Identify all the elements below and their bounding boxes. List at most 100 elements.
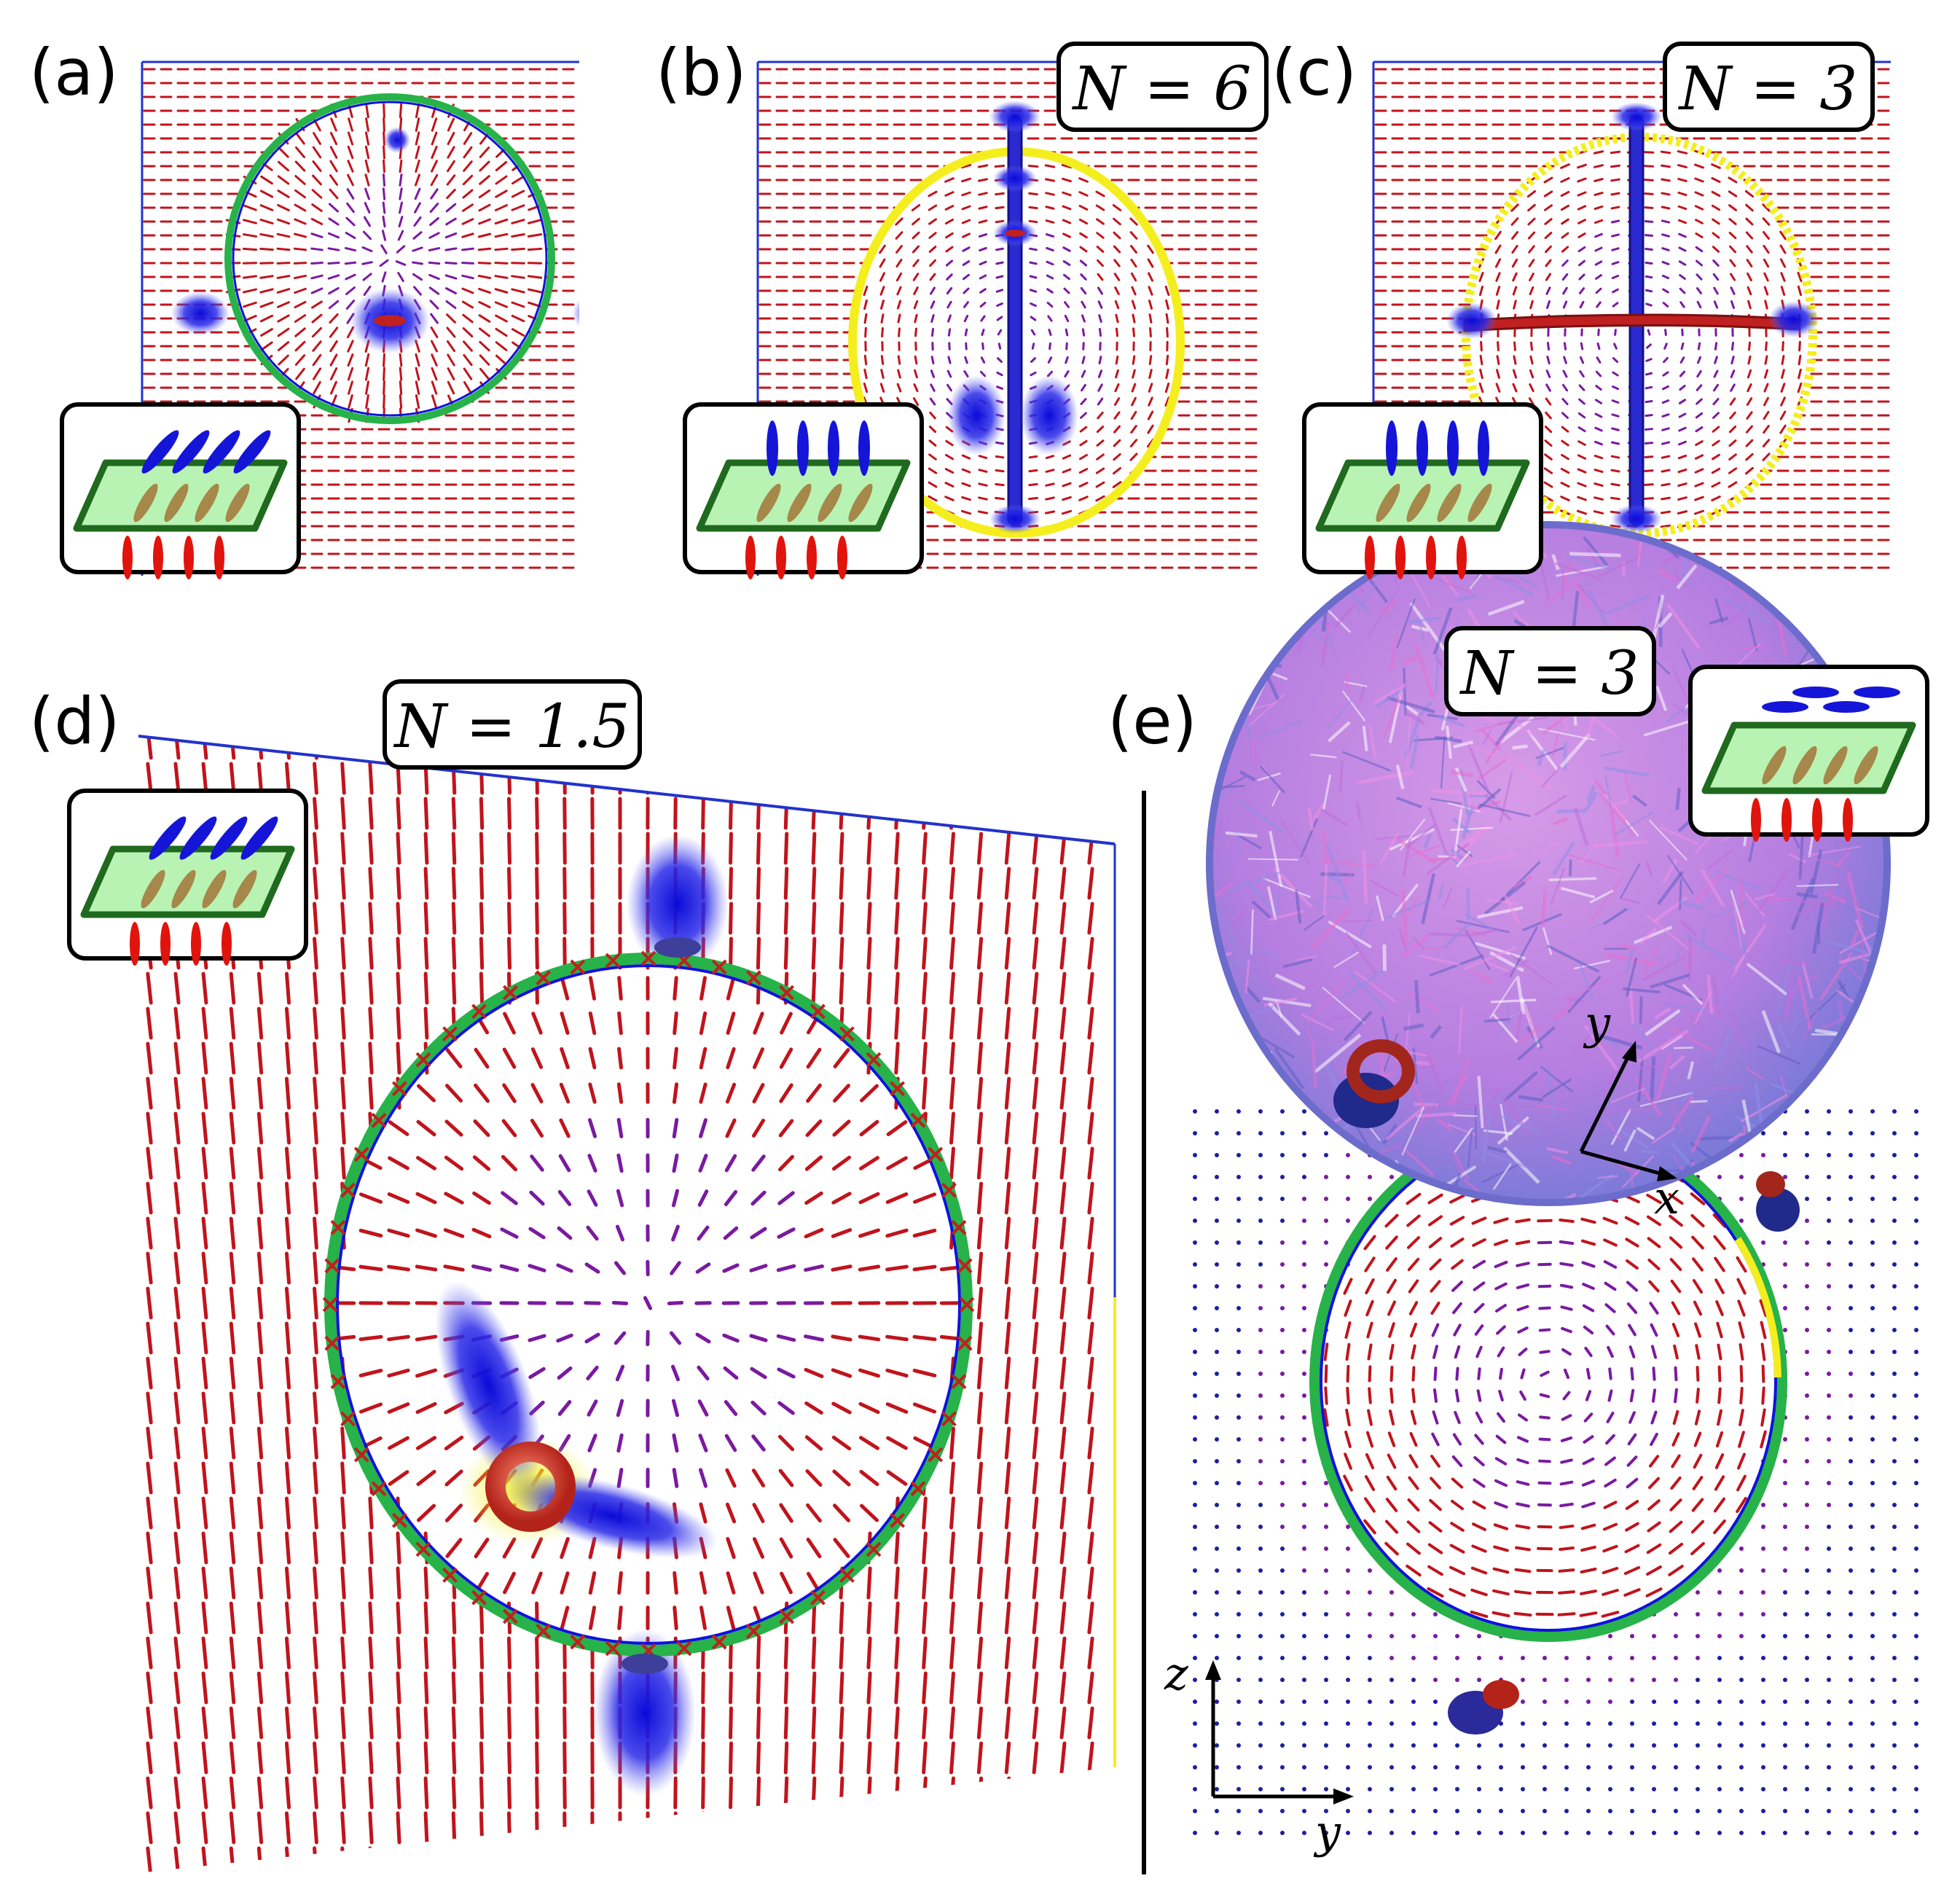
director-dash xyxy=(962,246,971,252)
director-dot xyxy=(1914,1306,1918,1310)
director-dash xyxy=(978,233,988,238)
director-dash xyxy=(1540,1370,1550,1377)
director-dash xyxy=(1763,286,1769,296)
director-dash xyxy=(698,1434,708,1452)
director-dash xyxy=(1678,246,1687,252)
director-dash xyxy=(724,1400,738,1416)
director-dash xyxy=(616,1189,624,1208)
director-dash xyxy=(511,189,525,198)
director-dash xyxy=(1495,286,1501,296)
director-dot xyxy=(1280,1262,1285,1267)
director-dash xyxy=(976,1706,984,1740)
director-dash xyxy=(312,340,322,352)
director-dash xyxy=(313,1461,318,1495)
director-dash xyxy=(832,1469,851,1487)
director-dash xyxy=(284,1356,291,1390)
director-dot xyxy=(1280,1175,1285,1179)
director-dash xyxy=(1130,425,1137,434)
director-dash xyxy=(1527,217,1536,226)
director-dash xyxy=(361,246,373,252)
director-dash xyxy=(1059,1461,1067,1495)
director-dash xyxy=(962,260,971,266)
director-dash xyxy=(278,160,289,172)
director-dot xyxy=(1193,1393,1197,1398)
director-dash xyxy=(976,1566,984,1600)
director-dash xyxy=(1797,271,1803,283)
director-dash xyxy=(995,455,1005,459)
director-dash xyxy=(1113,245,1121,254)
director-dash xyxy=(1098,327,1102,337)
director-dash xyxy=(1677,205,1687,211)
director-dash xyxy=(345,286,356,295)
director-dash xyxy=(976,1286,984,1320)
director-dot xyxy=(1258,1175,1263,1179)
director-dash xyxy=(530,1083,544,1103)
director-dash xyxy=(1603,1260,1618,1269)
director-dash xyxy=(284,1391,291,1425)
director-dash xyxy=(368,1776,374,1810)
ring-mark xyxy=(839,1567,855,1583)
director-dash xyxy=(535,936,539,970)
director-dash xyxy=(1579,356,1585,364)
director-dash xyxy=(995,289,1004,293)
director-dash xyxy=(833,1048,850,1068)
director-dash xyxy=(1087,1286,1094,1320)
director-dash xyxy=(1032,1671,1039,1705)
director-dash xyxy=(672,1082,679,1104)
director-dash xyxy=(1728,218,1737,225)
director-dash xyxy=(961,454,971,460)
director-dash xyxy=(284,1216,291,1250)
director-dash xyxy=(866,1671,872,1705)
director-dash xyxy=(858,1401,880,1415)
panel-d-annotation-box xyxy=(383,679,642,770)
director-dash xyxy=(368,936,374,970)
director-dash xyxy=(1644,179,1654,181)
director-dash xyxy=(1563,1368,1570,1380)
director-dash xyxy=(313,1496,318,1530)
director-dash xyxy=(243,219,257,224)
director-dash xyxy=(894,832,900,865)
director-dash xyxy=(839,762,844,795)
director-dash xyxy=(1647,1237,1661,1248)
director-dash xyxy=(511,288,525,294)
director-dash xyxy=(502,1047,517,1069)
director-dash xyxy=(1729,397,1736,406)
director-dash xyxy=(1677,454,1687,460)
director-dash xyxy=(699,976,707,1001)
director-dash xyxy=(423,867,429,900)
director-dash xyxy=(977,510,989,515)
director-dash xyxy=(1661,482,1671,487)
director-dash xyxy=(329,367,338,381)
director-dash xyxy=(858,1334,881,1342)
director-dash xyxy=(173,1811,181,1845)
director-dash xyxy=(811,1846,817,1873)
director-dash xyxy=(535,1706,539,1740)
director-dash xyxy=(1595,287,1602,294)
director-dash xyxy=(858,1228,880,1238)
director-dash xyxy=(699,1082,707,1104)
director-dash xyxy=(1029,261,1038,265)
director-dash xyxy=(949,1566,955,1600)
director-dash xyxy=(1650,1323,1658,1337)
director-dash xyxy=(365,394,369,410)
director-dash xyxy=(284,1181,291,1215)
director-dash xyxy=(412,261,423,265)
director-dash xyxy=(672,1153,679,1173)
director-dash xyxy=(368,736,374,760)
director-dash xyxy=(1713,286,1719,295)
director-dash xyxy=(879,300,885,310)
director-dot xyxy=(1870,1284,1875,1288)
director-dash xyxy=(584,1332,600,1344)
director-dot xyxy=(1892,1109,1897,1114)
director-dot xyxy=(1914,1197,1918,1201)
director-dash xyxy=(146,1741,153,1775)
director-dash xyxy=(277,203,290,212)
director-dash xyxy=(173,1706,181,1740)
ring-mark xyxy=(890,1081,906,1097)
director-dash xyxy=(229,1566,236,1600)
director-dash xyxy=(1164,382,1170,394)
director-dash xyxy=(327,261,340,265)
director-dash xyxy=(1366,1321,1373,1339)
director-dash xyxy=(614,1261,627,1275)
director-dash xyxy=(1728,425,1737,434)
